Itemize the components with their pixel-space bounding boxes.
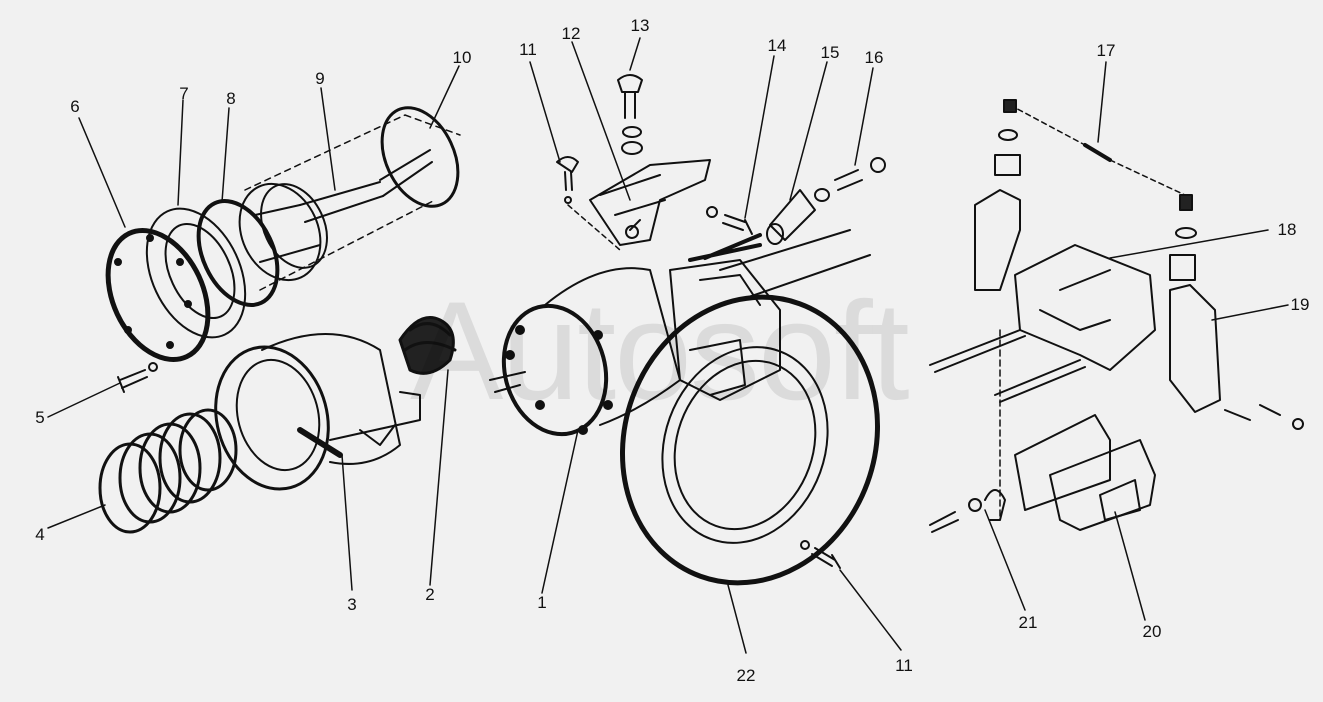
guide-pins xyxy=(929,329,1086,521)
spring-insert-part xyxy=(398,316,457,375)
callout-13: 13 xyxy=(631,16,650,35)
brake-pads-part xyxy=(1014,414,1156,531)
screw-part-14 xyxy=(706,206,753,235)
brake-disc-part xyxy=(619,294,881,586)
leader-lines xyxy=(47,37,1289,654)
callout-6: 6 xyxy=(70,97,79,116)
callout-14: 14 xyxy=(768,36,787,55)
piston-part xyxy=(238,149,433,282)
callout-9: 9 xyxy=(315,69,324,88)
right-clip-stack xyxy=(1169,194,1197,281)
cover-plate-part xyxy=(105,228,211,362)
callout-12: 12 xyxy=(562,24,581,43)
callout-5: 5 xyxy=(35,408,44,427)
cylinder-housing-part xyxy=(214,333,421,491)
left-clip-stack xyxy=(974,99,1021,291)
callout-15: 15 xyxy=(821,43,840,62)
callout-8: 8 xyxy=(226,89,235,108)
spring-ring-part xyxy=(380,106,460,208)
callout-11-lower: 11 xyxy=(895,656,913,675)
clip-spring-part-21 xyxy=(929,489,1006,533)
cone-part-15 xyxy=(766,189,816,245)
callout-17: 17 xyxy=(1097,41,1116,60)
spring-part-17 xyxy=(1009,104,1186,196)
callout-20: 20 xyxy=(1143,622,1162,641)
callout-7: 7 xyxy=(179,84,188,103)
callout-16: 16 xyxy=(865,48,884,67)
callout-2: 2 xyxy=(425,585,434,604)
clamp-bracket-part xyxy=(589,159,711,246)
caliper-frame-part xyxy=(1014,244,1156,371)
callout-labels: 1 2 3 4 5 6 7 8 9 10 11 11 12 13 14 15 1… xyxy=(35,16,1309,685)
callout-22: 22 xyxy=(737,666,756,685)
callout-19: 19 xyxy=(1291,295,1310,314)
bolt-part-11-lower xyxy=(800,540,841,569)
callout-21: 21 xyxy=(1019,613,1038,632)
coil-spring-part xyxy=(98,408,238,534)
callout-11-upper: 11 xyxy=(519,40,537,59)
callout-18: 18 xyxy=(1278,220,1297,239)
callout-1: 1 xyxy=(537,593,546,612)
ring-part xyxy=(196,199,280,307)
callout-4: 4 xyxy=(35,525,44,544)
bolt-part-5 xyxy=(117,362,158,393)
callout-10: 10 xyxy=(453,48,472,67)
bolt-part-11-upper xyxy=(556,156,621,251)
bolt-part-16 xyxy=(814,157,886,202)
callout-3: 3 xyxy=(347,595,356,614)
side-bracket-part xyxy=(1169,284,1304,430)
gasket-part xyxy=(145,207,247,339)
bolt-part-13 xyxy=(617,74,643,155)
